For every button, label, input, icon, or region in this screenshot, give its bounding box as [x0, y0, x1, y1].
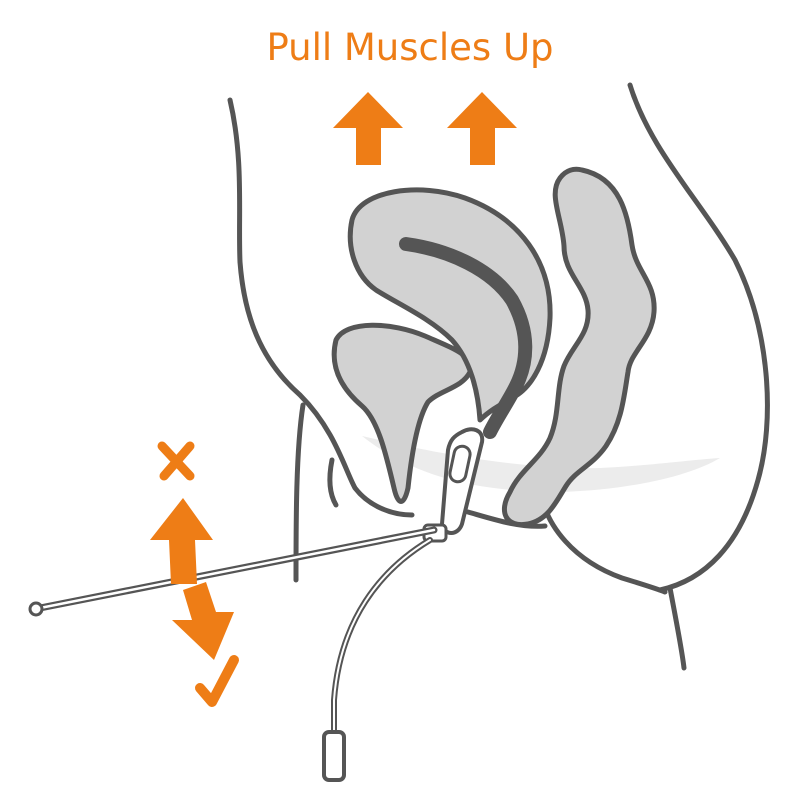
gluteal-fold-contour — [539, 495, 668, 595]
vaginal-canal — [399, 237, 533, 439]
wrong-direction-indicator — [150, 441, 213, 584]
check-mark-icon — [195, 655, 239, 707]
diagram-title: Pull Muscles Up — [266, 26, 553, 69]
back-contour — [227, 97, 415, 518]
rod-tip — [28, 601, 44, 617]
rectum — [502, 166, 657, 528]
rod-down-arrow — [172, 582, 234, 660]
rod-line-inner — [38, 528, 436, 610]
probe-electrode — [448, 444, 472, 484]
pull-up-arrows — [333, 92, 517, 165]
indicator-rod — [28, 526, 438, 617]
rod-up-arrow — [150, 498, 213, 584]
up-arrow-right — [447, 92, 517, 165]
cable-line-inner — [333, 539, 431, 736]
bladder — [331, 322, 474, 504]
probe-cable — [322, 537, 433, 782]
cable-line — [331, 537, 433, 738]
cable-connector — [322, 730, 346, 782]
cross-mark-icon — [157, 441, 195, 481]
right-direction-indicator — [172, 582, 239, 707]
pelvic-probe — [422, 427, 485, 543]
buttock-contour — [627, 82, 770, 593]
inner-fold-contour — [327, 457, 339, 508]
up-arrow-left — [333, 92, 403, 165]
back-thigh-contour — [667, 585, 687, 671]
